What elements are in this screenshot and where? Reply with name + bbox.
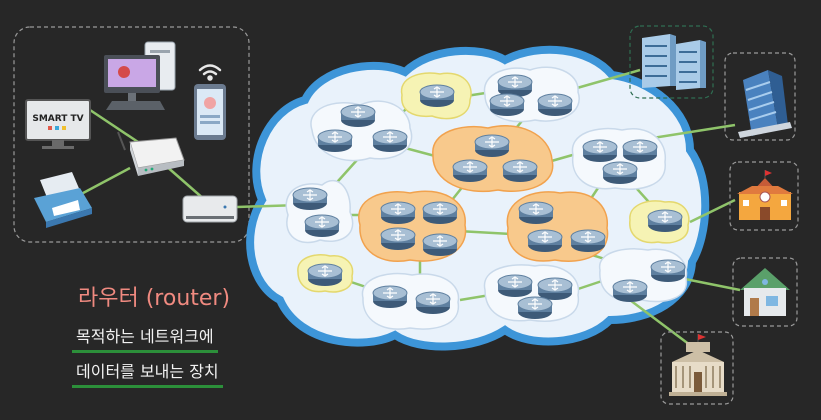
router-icon bbox=[502, 159, 538, 183]
router-icon bbox=[317, 129, 353, 153]
router-icon bbox=[292, 187, 328, 211]
smart-tv-icon: SMART TV bbox=[25, 99, 91, 149]
router-icon bbox=[570, 229, 606, 253]
router-icon bbox=[422, 233, 458, 257]
smart-tv-label: SMART TV bbox=[32, 114, 83, 124]
router-icon bbox=[380, 227, 416, 251]
router-icon bbox=[307, 263, 343, 287]
router-icon bbox=[304, 214, 340, 238]
server-rack-icon bbox=[629, 25, 714, 99]
router-icon bbox=[340, 104, 376, 128]
house-icon bbox=[732, 257, 798, 327]
router-icon bbox=[372, 285, 408, 309]
router-icon bbox=[422, 201, 458, 225]
router-icon bbox=[474, 134, 510, 158]
office-building-icon bbox=[724, 52, 796, 141]
router-icon bbox=[415, 291, 451, 315]
government-building-icon bbox=[660, 331, 734, 405]
router-icon bbox=[527, 229, 563, 253]
router-icon bbox=[419, 84, 455, 108]
router-title: 라우터 (router) bbox=[78, 286, 231, 311]
router-icon bbox=[647, 209, 683, 233]
smartphone-icon bbox=[194, 84, 226, 140]
router-icon bbox=[452, 159, 488, 183]
printer-icon bbox=[34, 172, 92, 228]
router-icon bbox=[497, 274, 533, 298]
router-icon bbox=[582, 139, 618, 163]
modem-icon bbox=[182, 195, 238, 223]
router-icon bbox=[622, 139, 658, 163]
router-icon bbox=[372, 129, 408, 153]
router-icon bbox=[537, 93, 573, 117]
router-icon bbox=[489, 93, 525, 117]
description-line-2: 데이터를 보내는 장치 bbox=[72, 358, 223, 388]
router-icon bbox=[602, 161, 638, 185]
lan-box bbox=[13, 26, 250, 243]
description-line-1: 목적하는 네트워크에 bbox=[72, 323, 218, 353]
router-icon bbox=[612, 279, 648, 303]
router-icon bbox=[518, 201, 554, 225]
router-icon bbox=[650, 259, 686, 283]
school-icon bbox=[729, 161, 799, 231]
router-icon bbox=[380, 201, 416, 225]
wifi-ap-router-icon bbox=[117, 131, 185, 176]
desktop-pc-icon bbox=[104, 41, 176, 110]
wifi-icon bbox=[198, 64, 222, 81]
router-icon bbox=[537, 277, 573, 301]
router-icon bbox=[517, 296, 553, 320]
